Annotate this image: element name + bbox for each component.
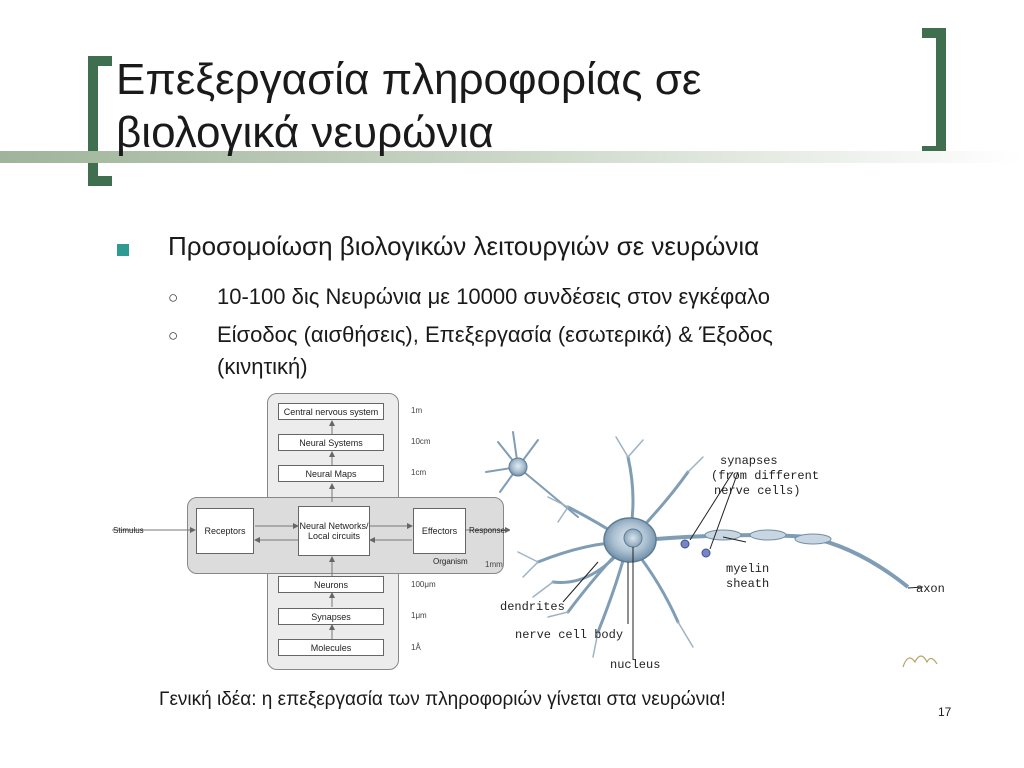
neural-networks-line-1: Neural Networks/ [299, 521, 369, 531]
neural-networks-box: Neural Networks/ Local circuits [298, 506, 370, 556]
scale-label: 1m [411, 406, 423, 415]
hierarchy-arrows [112, 420, 510, 639]
title-underline-bar [0, 151, 1024, 163]
myelin-label-line-2: sheath [726, 577, 769, 591]
level-box-neural-maps: Neural Maps [278, 465, 384, 482]
level-box-central-nervous-system: Central nervous system [278, 403, 384, 420]
level-box-neural-systems: Neural Systems [278, 434, 384, 451]
sub-bullet-circle-icon: ○ [168, 288, 179, 307]
left-bracket-decoration [88, 56, 112, 186]
sub-bullet-2-line-2: (κινητική) [217, 354, 308, 379]
myelin-label-line-1: myelin [726, 562, 769, 576]
sub-bullet-circle-icon: ○ [168, 326, 179, 345]
artist-signature-icon [902, 655, 938, 668]
synapses-label-line-3: nerve cells) [714, 484, 800, 498]
main-bullet: Προσομοίωση βιολογικών λειτουργιών σε νε… [168, 231, 760, 261]
scale-label: 1cm [411, 468, 427, 477]
axon-label: axon [916, 582, 945, 596]
synapses-label-line-1: synapses [720, 454, 778, 468]
organism-scale-label: 1mm [485, 560, 503, 569]
sub-bullet-1: 10-100 δις Νευρώνια με 10000 συνδέσεις σ… [217, 284, 770, 309]
level-box-molecules: Molecules [278, 639, 384, 656]
level-box-neurons: Neurons [278, 576, 384, 593]
synapses-label-line-2: (from different [711, 469, 819, 483]
right-bracket-decoration [922, 28, 946, 156]
scale-label: 1Å [411, 643, 421, 652]
level-box-synapses: Synapses [278, 608, 384, 625]
slide-caption: Γενική ιδέα: η επεξεργασία των πληροφορι… [159, 689, 726, 710]
sub-bullet-2: Είσοδος (αισθήσεις), Επεξεργασία (εσωτερ… [217, 319, 773, 383]
effectors-box: Effectors [413, 508, 466, 554]
title-line-2: βιολογικά νευρώνια [116, 108, 494, 157]
neural-networks-line-2: Local circuits [307, 531, 361, 541]
page-number: 17 [938, 705, 952, 719]
receptors-box: Receptors [196, 508, 254, 554]
scale-label: 100μm [411, 580, 436, 589]
scale-label: 1μm [411, 611, 427, 620]
nervous-system-hierarchy-diagram: Central nervous system Neural Systems Ne… [112, 390, 510, 678]
scale-label: 10cm [411, 437, 431, 446]
stimulus-label: Stimulus [113, 526, 144, 535]
title-line-1: Επεξεργασία πληροφορίας σε [116, 55, 702, 104]
organism-label: Organism [433, 557, 468, 566]
cell-body-label: nerve cell body [515, 628, 623, 642]
neuron-illustration: synapses (from different nerve cells) my… [485, 431, 945, 672]
dendrites-label: dendrites [500, 600, 565, 614]
response-label: Response [469, 526, 506, 535]
slide-title: Επεξεργασία πληροφορίας σε βιολογικά νευ… [116, 53, 701, 159]
bullet-square-icon [117, 244, 129, 256]
nucleus-label: nucleus [610, 658, 660, 672]
sub-bullet-2-line-1: Είσοδος (αισθήσεις), Επεξεργασία (εσωτερ… [217, 322, 773, 347]
